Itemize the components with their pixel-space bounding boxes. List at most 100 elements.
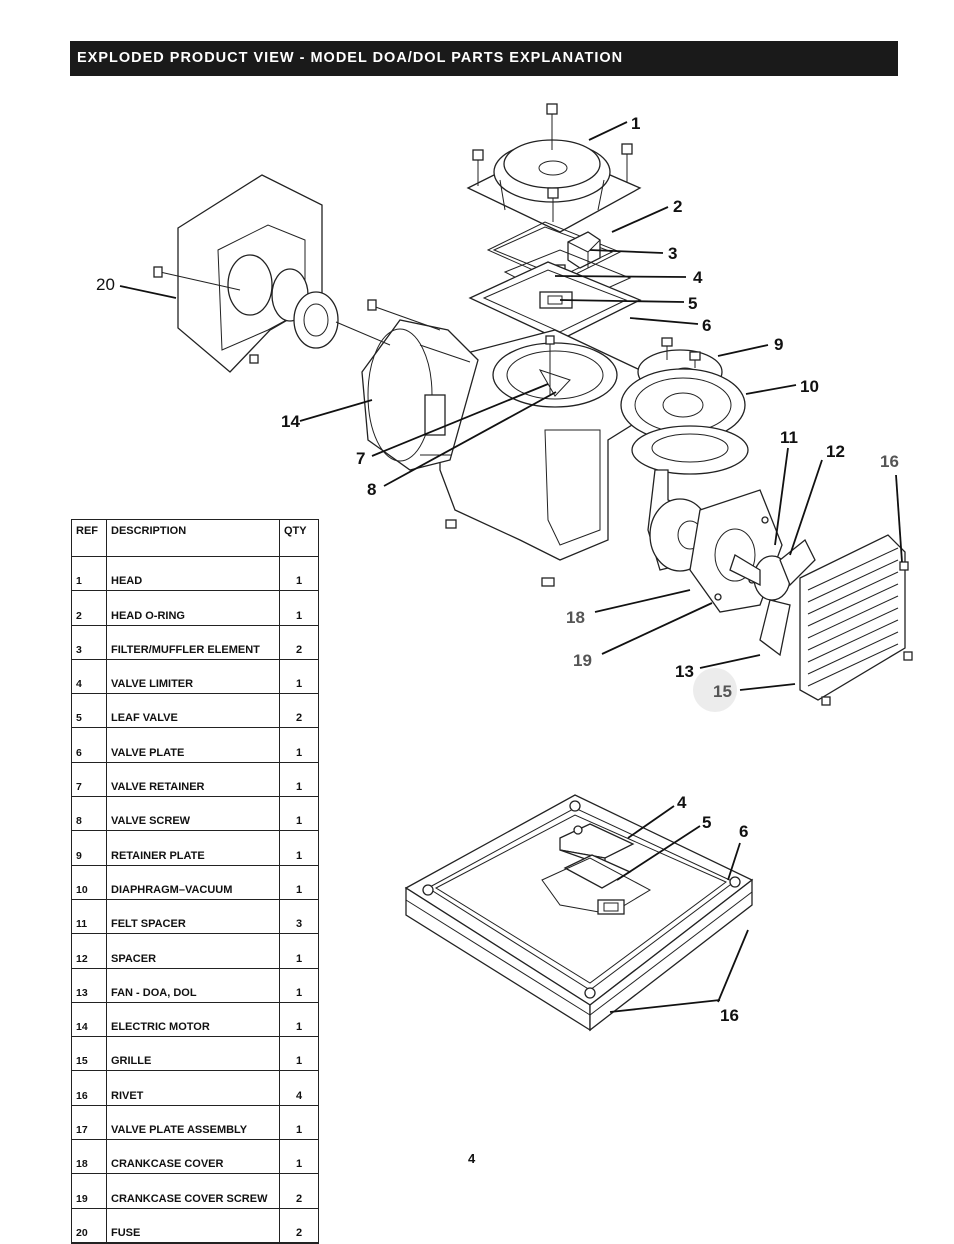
cell-ref: 4 xyxy=(71,659,107,695)
cell-ref: 19 xyxy=(71,1173,107,1209)
callout-5: 5 xyxy=(688,294,697,313)
diaphragm-part xyxy=(620,368,749,475)
electric-motor-part xyxy=(361,299,479,471)
detail-callout-labels: 4 5 6 16 xyxy=(677,793,748,1025)
callout-9: 9 xyxy=(774,335,783,354)
callout-13: 13 xyxy=(675,662,694,681)
cell-description: FAN - DOA, DOL xyxy=(106,968,280,1003)
callout-15: 15 xyxy=(713,682,732,701)
cell-qty: 1 xyxy=(279,1105,319,1141)
callout-3: 3 xyxy=(668,244,677,263)
callout-10: 10 xyxy=(800,377,819,396)
callout-6: 6 xyxy=(702,316,711,335)
cell-description: VALVE LIMITER xyxy=(106,659,280,695)
cell-qty: 1 xyxy=(279,1139,319,1175)
cell-ref: 11 xyxy=(71,899,107,935)
cell-description: VALVE PLATE xyxy=(106,727,280,763)
filter-element-part xyxy=(567,231,601,269)
callout-4: 4 xyxy=(693,268,703,287)
callout-18: 18 xyxy=(566,608,585,627)
cell-ref: 2 xyxy=(71,590,107,626)
cell-qty: 4 xyxy=(279,1070,319,1106)
head-part xyxy=(466,103,642,233)
cell-description: FELT SPACER xyxy=(106,899,280,935)
cell-ref: 20 xyxy=(71,1208,107,1244)
callout-7: 7 xyxy=(356,449,365,468)
detail-callout-16: 16 xyxy=(720,1006,739,1025)
cell-description: LEAF VALVE xyxy=(106,693,280,729)
callout-labels: 1 2 3 4 5 6 9 10 11 12 16 14 7 8 20 18 1… xyxy=(96,114,899,701)
page-title: EXPLODED PRODUCT VIEW - MODEL DOA/DOL PA… xyxy=(70,41,898,76)
cell-description: VALVE RETAINER xyxy=(106,762,280,798)
cell-ref: 9 xyxy=(71,830,107,866)
detail-callout-4: 4 xyxy=(677,793,687,812)
cell-ref: 7 xyxy=(71,762,107,798)
cell-description: RETAINER PLATE xyxy=(106,830,280,866)
grille-part xyxy=(799,534,913,706)
leader-lines xyxy=(119,121,903,691)
fan-part xyxy=(729,538,816,657)
cell-qty: 1 xyxy=(279,659,319,695)
cell-ref: 1 xyxy=(71,556,107,592)
cell-description: CRANKCASE COVER xyxy=(106,1139,280,1175)
cell-qty: 2 xyxy=(279,625,319,660)
valve-plate-detail xyxy=(404,794,754,1032)
cell-description: FUSE xyxy=(106,1208,280,1244)
cell-description: RIVET xyxy=(106,1070,280,1106)
crankcase-part xyxy=(439,329,641,587)
cell-qty: 1 xyxy=(279,865,319,900)
cell-ref: 18 xyxy=(71,1139,107,1175)
cell-ref: 8 xyxy=(71,796,107,832)
cell-description: VALVE SCREW xyxy=(106,796,280,832)
callout-2: 2 xyxy=(673,197,682,216)
cell-qty: 3 xyxy=(279,899,319,935)
column-header-description: DESCRIPTION xyxy=(106,519,280,557)
callout-8: 8 xyxy=(367,480,376,499)
cell-ref: 17 xyxy=(71,1105,107,1141)
callout-12: 12 xyxy=(826,442,845,461)
callout-14: 14 xyxy=(281,412,300,431)
cell-qty: 1 xyxy=(279,727,319,763)
cell-qty: 1 xyxy=(279,933,319,969)
cell-ref: 3 xyxy=(71,625,107,660)
table-header-row: REF DESCRIPTION QTY xyxy=(71,519,319,557)
cell-qty: 1 xyxy=(279,796,319,832)
cell-qty: 2 xyxy=(279,693,319,729)
valve-plate-part xyxy=(468,261,642,341)
cell-description: SPACER xyxy=(106,933,280,969)
cell-ref: 13 xyxy=(71,968,107,1003)
end-cover-part xyxy=(153,174,391,373)
callout-11: 11 xyxy=(780,428,798,447)
cell-description: CRANKCASE COVER SCREW xyxy=(106,1173,280,1209)
cell-qty: 1 xyxy=(279,830,319,866)
detail-leader-lines xyxy=(609,805,749,1013)
cell-ref: 10 xyxy=(71,865,107,900)
cell-ref: 5 xyxy=(71,693,107,729)
cell-description: VALVE PLATE ASSEMBLY xyxy=(106,1105,280,1141)
cell-description: GRILLE xyxy=(106,1036,280,1072)
cell-qty: 1 xyxy=(279,590,319,626)
cell-ref: 15 xyxy=(71,1036,107,1072)
callout-19: 19 xyxy=(573,651,592,670)
cell-description: ELECTRIC MOTOR xyxy=(106,1002,280,1038)
callout-16: 16 xyxy=(880,452,899,471)
callout-20: 20 xyxy=(96,275,115,294)
cell-description: DIAPHRAGM–VACUUM xyxy=(106,865,280,900)
